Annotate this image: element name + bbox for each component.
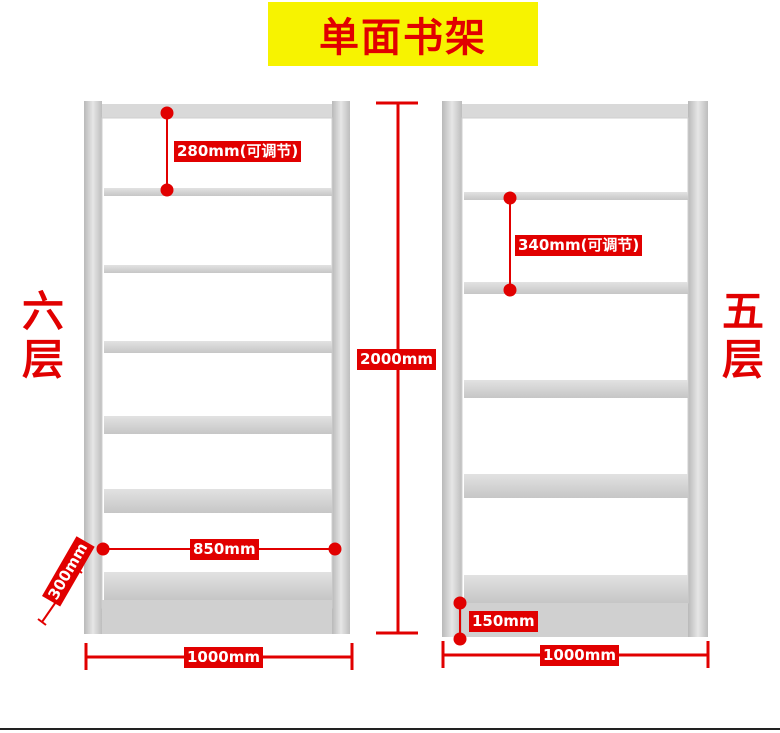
left-shelf-bottom-board [104,572,332,600]
left-shelf-base [102,600,332,634]
left-bookshelf [84,101,350,634]
left-gap-dot-bottom [160,183,174,197]
base-height-dot-top [453,596,467,610]
bottom-border [0,728,780,730]
inner-width-label: 850mm [190,539,259,560]
right-gap-dot-top [503,191,517,205]
five-tier-char-1: 五 [722,287,765,336]
title-banner: 单面书架 [268,2,538,66]
left-shelf-board [104,489,332,513]
six-tier-char-2: 层 [22,335,65,384]
left-shelf-back [101,117,333,609]
inner-width-dot-right [328,542,342,556]
left-shelf-board [104,416,332,434]
base-height-dot-bottom [453,632,467,646]
left-gap-dot-top [160,106,174,120]
right-gap-dot-bottom [503,283,517,297]
right-shelf-top-panel [462,104,688,120]
right-shelf-board [464,474,688,498]
base-height-label: 150mm [469,611,538,632]
six-tier-char-1: 六 [22,287,65,336]
title-text: 单面书架 [319,15,487,61]
right-shelf-bottom-board [464,575,688,603]
six-tier-label: 六 层 [22,288,64,384]
depth-tick-bottom [37,618,47,626]
inner-width-dot-left [96,542,110,556]
left-shelf-board [104,188,332,196]
right-shelf-gap-label: 340mm(可调节) [515,235,643,256]
right-shelf-right-post [688,101,708,637]
left-shelf-board [104,265,332,273]
left-shelf-board [104,341,332,353]
five-tier-char-2: 层 [722,335,765,384]
right-shelf-board [464,282,688,294]
right-shelf-back [461,117,689,604]
left-shelf-gap-label: 280mm(可调节) [174,141,302,162]
right-bookshelf [442,101,708,637]
five-tier-label: 五 层 [722,288,764,384]
right-shelf-board [464,380,688,398]
right-shelf-board [464,192,688,200]
left-shelf-top-panel [102,104,332,120]
left-shelf-right-post [332,101,350,634]
left-shelf-left-post [84,101,102,634]
left-width-label: 1000mm [184,647,264,668]
right-shelf-left-post [442,101,462,637]
height-label: 2000mm [357,349,437,370]
right-width-label: 1000mm [540,645,620,666]
